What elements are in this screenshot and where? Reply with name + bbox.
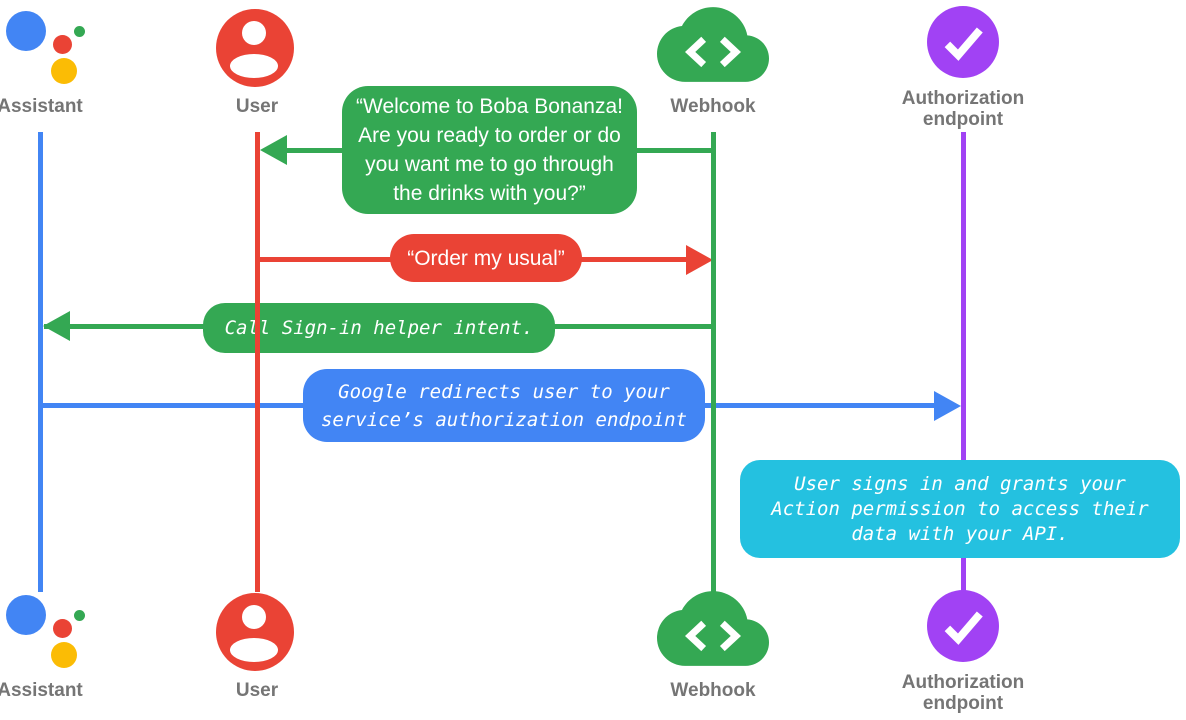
check-circle-icon — [927, 6, 999, 78]
authorization-endpoint-label: Authorization endpoint — [901, 672, 1025, 714]
user-icon — [216, 593, 294, 671]
note-user-signs-in: User signs in and grants your Action per… — [740, 460, 1180, 558]
user-icon — [216, 9, 294, 87]
arrowhead-right-icon — [686, 245, 713, 275]
user-label: User — [235, 680, 279, 701]
cloud-code-icon — [657, 591, 769, 666]
lifeline-webhook — [711, 132, 716, 592]
cloud-code-icon — [657, 7, 769, 82]
message-bubble-signin-helper: Call Sign-in helper intent. — [203, 303, 555, 353]
lifeline-user — [255, 132, 260, 592]
assistant-label: Assistant — [0, 96, 83, 117]
message-bubble-welcome: “Welcome to Boba Bonanza! Are you ready … — [342, 86, 637, 214]
webhook-label: Webhook — [670, 680, 756, 701]
lifeline-authorization-endpoint — [961, 132, 966, 592]
google-assistant-icon — [6, 595, 86, 669]
lifeline-assistant — [38, 132, 43, 592]
message-bubble-order: “Order my usual” — [390, 234, 582, 282]
user-label: User — [235, 96, 279, 117]
message-bubble-redirect: Google redirects user to your service’s … — [303, 369, 705, 442]
arrowhead-right-icon — [934, 391, 961, 421]
google-assistant-icon — [6, 11, 86, 85]
arrowhead-left-icon — [43, 311, 70, 341]
arrowhead-left-icon — [260, 135, 287, 165]
assistant-label: Assistant — [0, 680, 83, 701]
webhook-label: Webhook — [670, 96, 756, 117]
check-circle-icon — [927, 590, 999, 662]
authorization-endpoint-label: Authorization endpoint — [901, 88, 1025, 130]
